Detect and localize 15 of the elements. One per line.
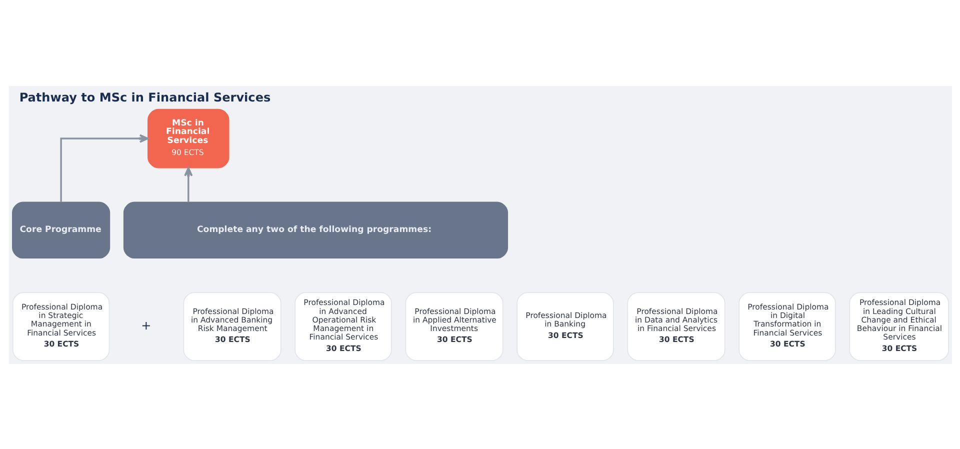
diagram-title: Pathway to MSc in Financial Services [18,90,270,104]
node-box: MSc in Financial Services 90 ECTS [147,108,229,168]
node-box: Professional Diploma in Advanced Operational Risk Management in Financial Services 30 ECTS [294,292,392,360]
label: + [140,318,151,332]
node-box: Professional Diploma in Leading Cultural Change and Ethical Behaviour in Financial Services 30 ECTS [848,292,948,360]
node-box: Professional Diploma in Digital Transformation in Financial Services 30 ECTS [738,292,836,360]
node-box: Core Programme [12,201,110,258]
node-box: Professional Diploma in Banking 30 ECTS [516,292,614,360]
node-box: Complete any two of the following programmes: [122,201,508,258]
arrow [184,166,192,202]
arrow [60,134,148,202]
node-box: Professional Diploma in Applied Alternative Investments 30 ECTS [404,292,503,360]
node-box: Professional Diploma in Strategic Management in Financial Services 30 ECTS [12,292,110,360]
node-box: Professional Diploma in Data and Analytics in Financial Services 30 ECTS [626,292,725,360]
node-box: Professional Diploma in Advanced Banking Risk Management 30 ECTS [182,292,281,360]
